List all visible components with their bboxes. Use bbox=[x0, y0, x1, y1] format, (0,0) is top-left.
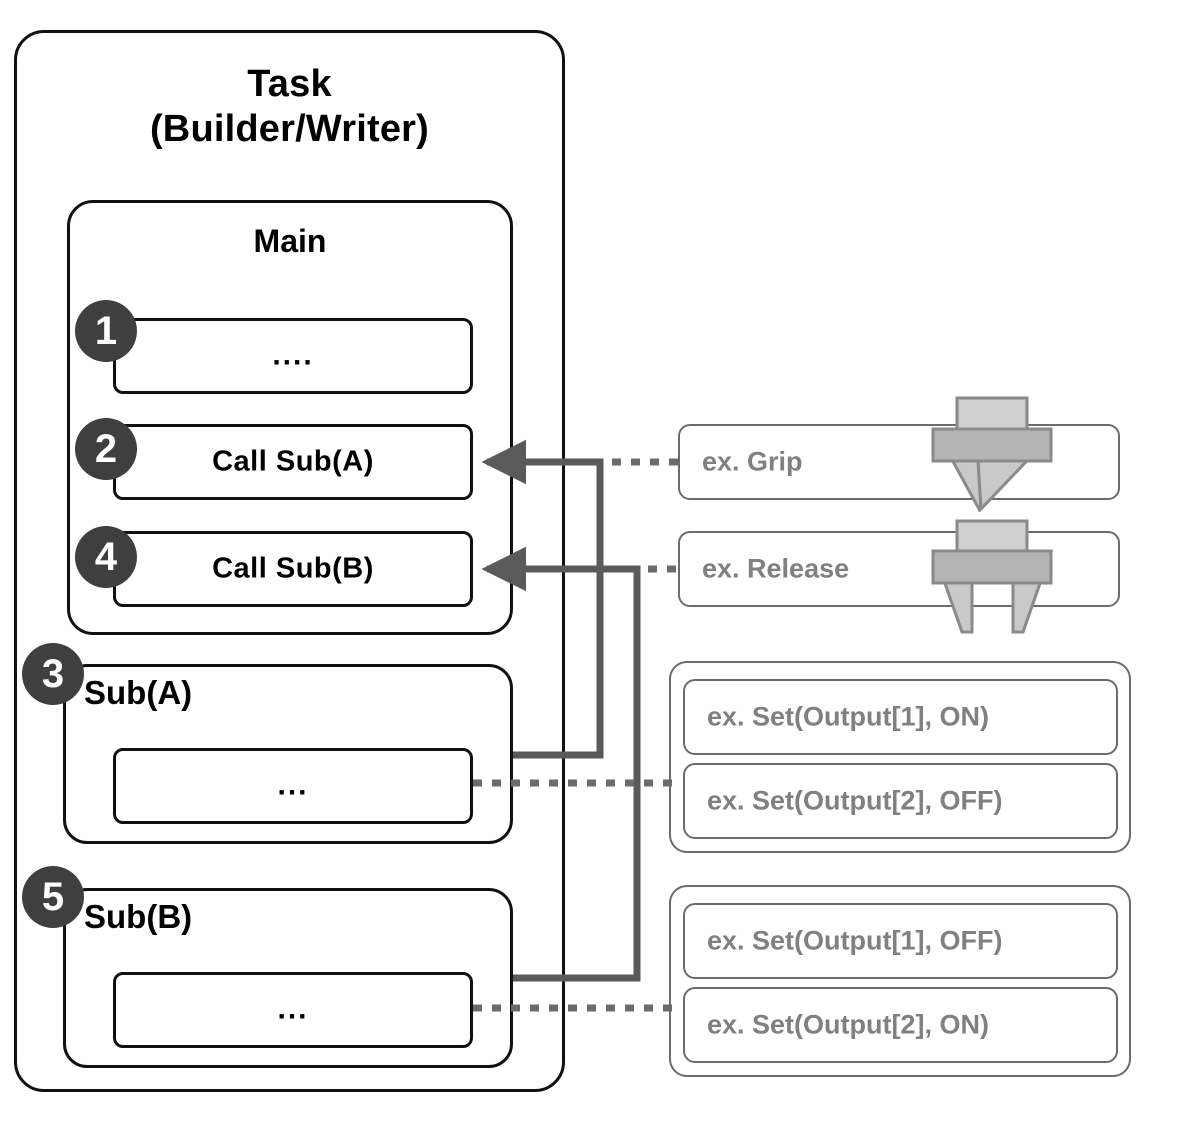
sub-a-output-item-1-label: ex. Set(Output[1], ON) bbox=[707, 701, 989, 732]
sub-b-output-item-2[interactable]: ex. Set(Output[2], ON) bbox=[683, 987, 1118, 1063]
task-title: Task (Builder/Writer) bbox=[149, 63, 430, 150]
step-badge-5: 5 bbox=[22, 866, 84, 928]
step-badge-1: 1 bbox=[75, 300, 137, 362]
example-release-label: ex. Release bbox=[702, 553, 850, 584]
sub-b-body-label: ... bbox=[277, 992, 309, 1026]
step-badge-2: 2 bbox=[75, 418, 137, 480]
sub-a-body-step[interactable]: ... bbox=[113, 748, 473, 824]
example-grip-label: ex. Grip bbox=[702, 446, 803, 477]
step-badge-3: 3 bbox=[22, 643, 84, 705]
main-step-4-label: Call Sub(B) bbox=[212, 552, 374, 585]
sub-a-output-item-2-label: ex. Set(Output[2], OFF) bbox=[707, 785, 1003, 816]
main-title: Main bbox=[253, 223, 327, 259]
sub-b-output-item-1-label: ex. Set(Output[1], OFF) bbox=[707, 925, 1003, 956]
sub-a-title: Sub(A) bbox=[84, 674, 193, 711]
main-step-2-call-sub-a[interactable]: Call Sub(A) bbox=[113, 424, 473, 500]
sub-a-output-item-1[interactable]: ex. Set(Output[1], ON) bbox=[683, 679, 1118, 755]
sub-b-output-item-2-label: ex. Set(Output[2], ON) bbox=[707, 1009, 989, 1040]
main-step-1[interactable]: .... bbox=[113, 318, 473, 394]
sub-b-output-item-1[interactable]: ex. Set(Output[1], OFF) bbox=[683, 903, 1118, 979]
example-release-box[interactable]: ex. Release bbox=[678, 531, 1120, 607]
main-step-1-label: .... bbox=[272, 338, 314, 372]
main-step-2-label: Call Sub(A) bbox=[212, 445, 374, 478]
sub-b-body-step[interactable]: ... bbox=[113, 972, 473, 1048]
sub-a-body-label: ... bbox=[277, 768, 309, 802]
step-badge-4: 4 bbox=[75, 526, 137, 588]
sub-a-output-item-2[interactable]: ex. Set(Output[2], OFF) bbox=[683, 763, 1118, 839]
example-grip-box[interactable]: ex. Grip bbox=[678, 424, 1120, 500]
sub-b-title: Sub(B) bbox=[84, 898, 193, 935]
main-step-4-call-sub-b[interactable]: Call Sub(B) bbox=[113, 531, 473, 607]
